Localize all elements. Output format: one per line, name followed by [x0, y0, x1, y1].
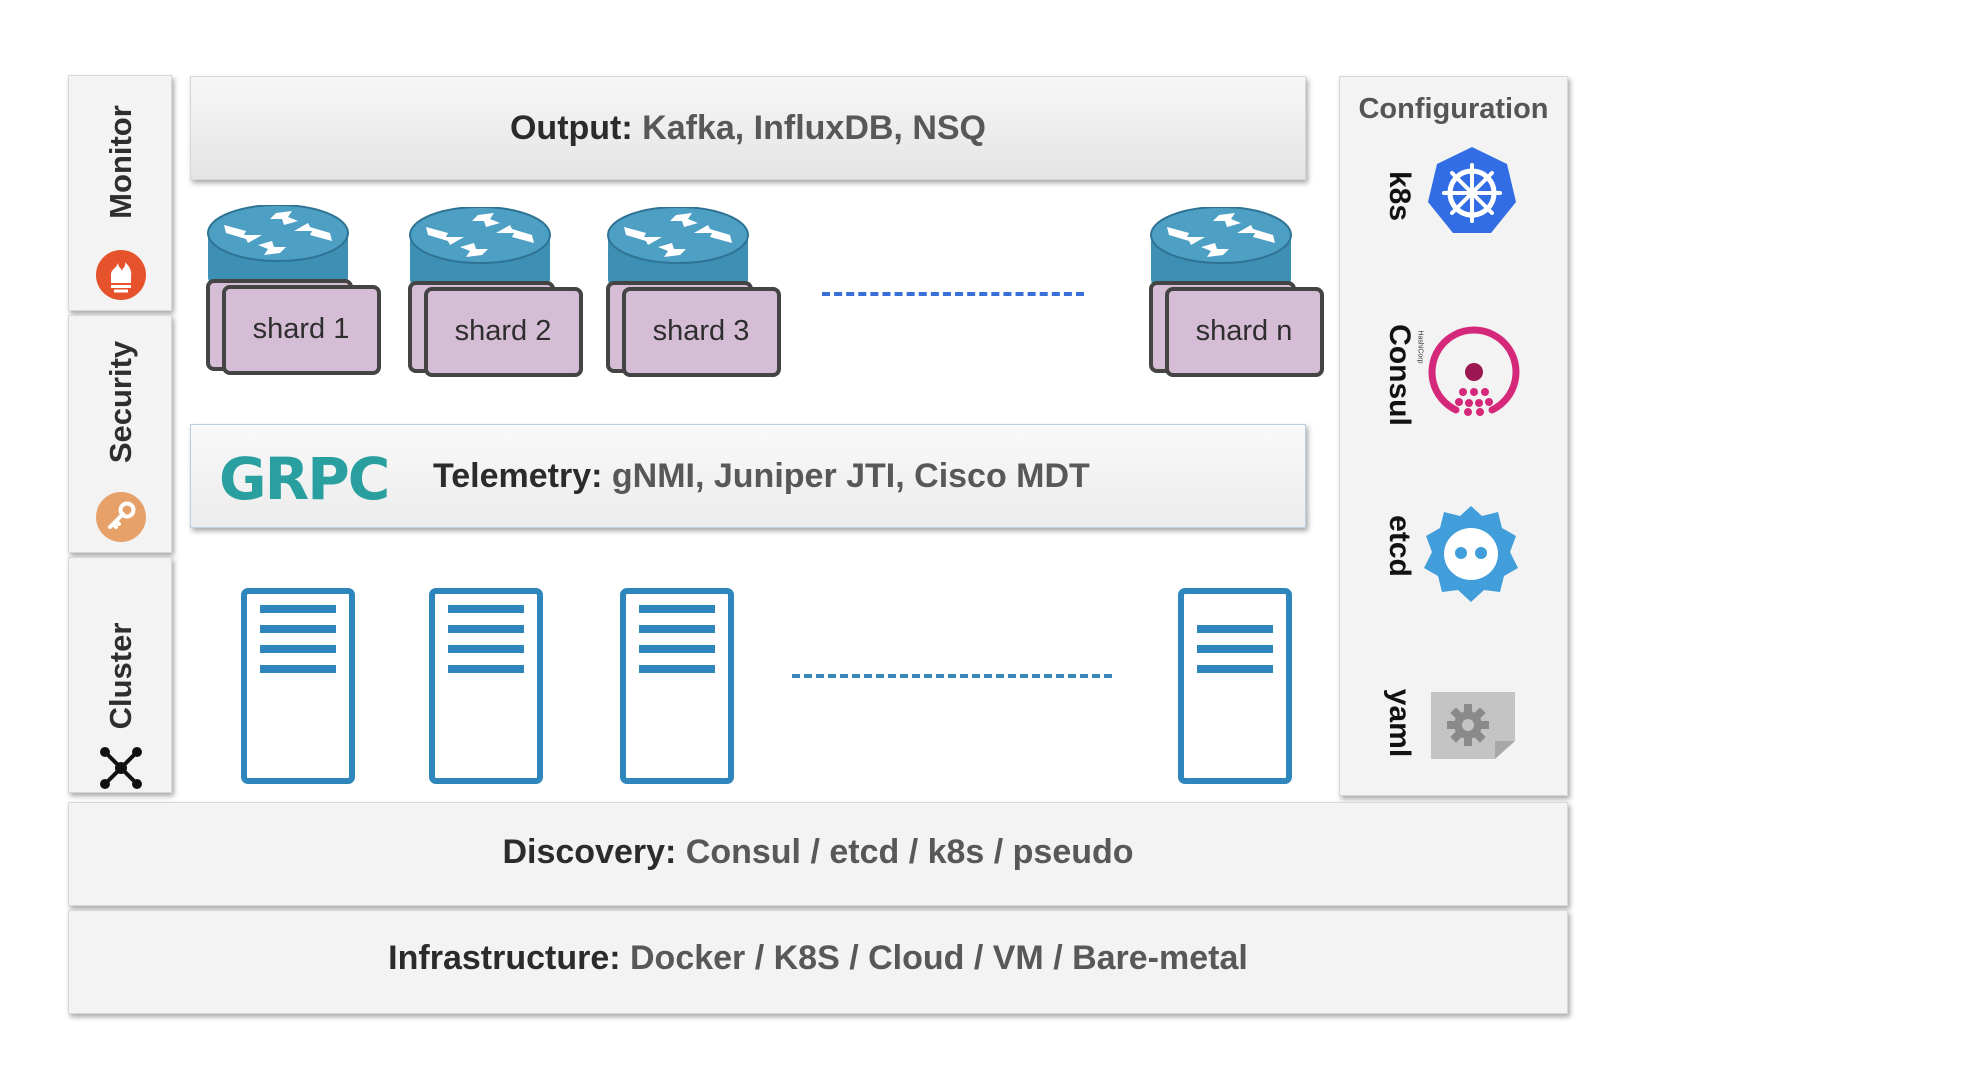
shard-group-3: shard 3 — [606, 206, 786, 384]
security-tab[interactable]: Security — [68, 315, 172, 553]
cluster-icon — [100, 747, 142, 789]
config-item-etcd-label: etcd — [1383, 515, 1416, 577]
configuration-panel: Configuration k8s Consul HashiCorp etcd … — [1339, 76, 1568, 796]
discovery-bar: Discovery: Consul / etcd / k8s / pseudo — [68, 802, 1568, 906]
shard-label-1: shard 1 — [253, 313, 350, 345]
server-ellipsis-line — [792, 674, 1112, 678]
kubernetes-icon[interactable] — [1424, 143, 1520, 239]
security-label: Security — [103, 340, 138, 464]
monitor-label: Monitor — [103, 105, 138, 219]
grpc-logo: GRPC — [219, 445, 390, 513]
output-bar: Output: Kafka, InfluxDB, NSQ — [190, 76, 1306, 180]
shard-label-3: shard 3 — [653, 315, 750, 347]
yaml-file-icon[interactable] — [1428, 689, 1518, 761]
prometheus-icon — [96, 250, 146, 300]
server-icon — [1178, 588, 1292, 784]
output-label: Output: Kafka, InfluxDB, NSQ — [509, 109, 986, 147]
router-icon: shard 1 — [206, 204, 381, 375]
monitor-tab[interactable]: Monitor — [68, 75, 172, 311]
config-item-consul-small: HashiCorp — [1416, 330, 1424, 364]
etcd-icon[interactable] — [1416, 498, 1526, 608]
router-icon: shard 3 — [606, 206, 781, 377]
server-icon — [429, 588, 543, 784]
key-icon — [96, 492, 146, 542]
consul-icon[interactable] — [1426, 326, 1522, 422]
shard-label-n: shard n — [1196, 315, 1293, 347]
cluster-label: Cluster — [103, 622, 138, 730]
telemetry-bar: GRPC Telemetry: gNMI, Juniper JTI, Cisco… — [190, 424, 1306, 528]
router-icon: shard n — [1149, 206, 1324, 377]
cluster-tab[interactable]: Cluster — [68, 557, 172, 793]
config-item-k8s-label: k8s — [1383, 170, 1416, 222]
shard-group-1: shard 1 — [206, 204, 386, 382]
server-icon — [241, 588, 355, 784]
discovery-label: Discovery: Consul / etcd / k8s / pseudo — [502, 833, 1134, 871]
router-icon: shard 2 — [408, 206, 583, 377]
infrastructure-label: Infrastructure: Docker / K8S / Cloud / V… — [388, 939, 1248, 977]
config-item-yaml-label: yaml — [1383, 688, 1416, 758]
shard-label-2: shard 2 — [455, 315, 552, 347]
telemetry-label: Telemetry: gNMI, Juniper JTI, Cisco MDT — [433, 457, 1090, 495]
configuration-title: Configuration — [1358, 93, 1549, 125]
config-item-consul-label: Consul — [1383, 324, 1416, 426]
shard-ellipsis-line — [822, 292, 1084, 296]
server-icon — [620, 588, 734, 784]
shard-group-2: shard 2 — [408, 206, 588, 384]
shard-group-n: shard n — [1149, 206, 1329, 384]
infrastructure-bar: Infrastructure: Docker / K8S / Cloud / V… — [68, 910, 1568, 1014]
